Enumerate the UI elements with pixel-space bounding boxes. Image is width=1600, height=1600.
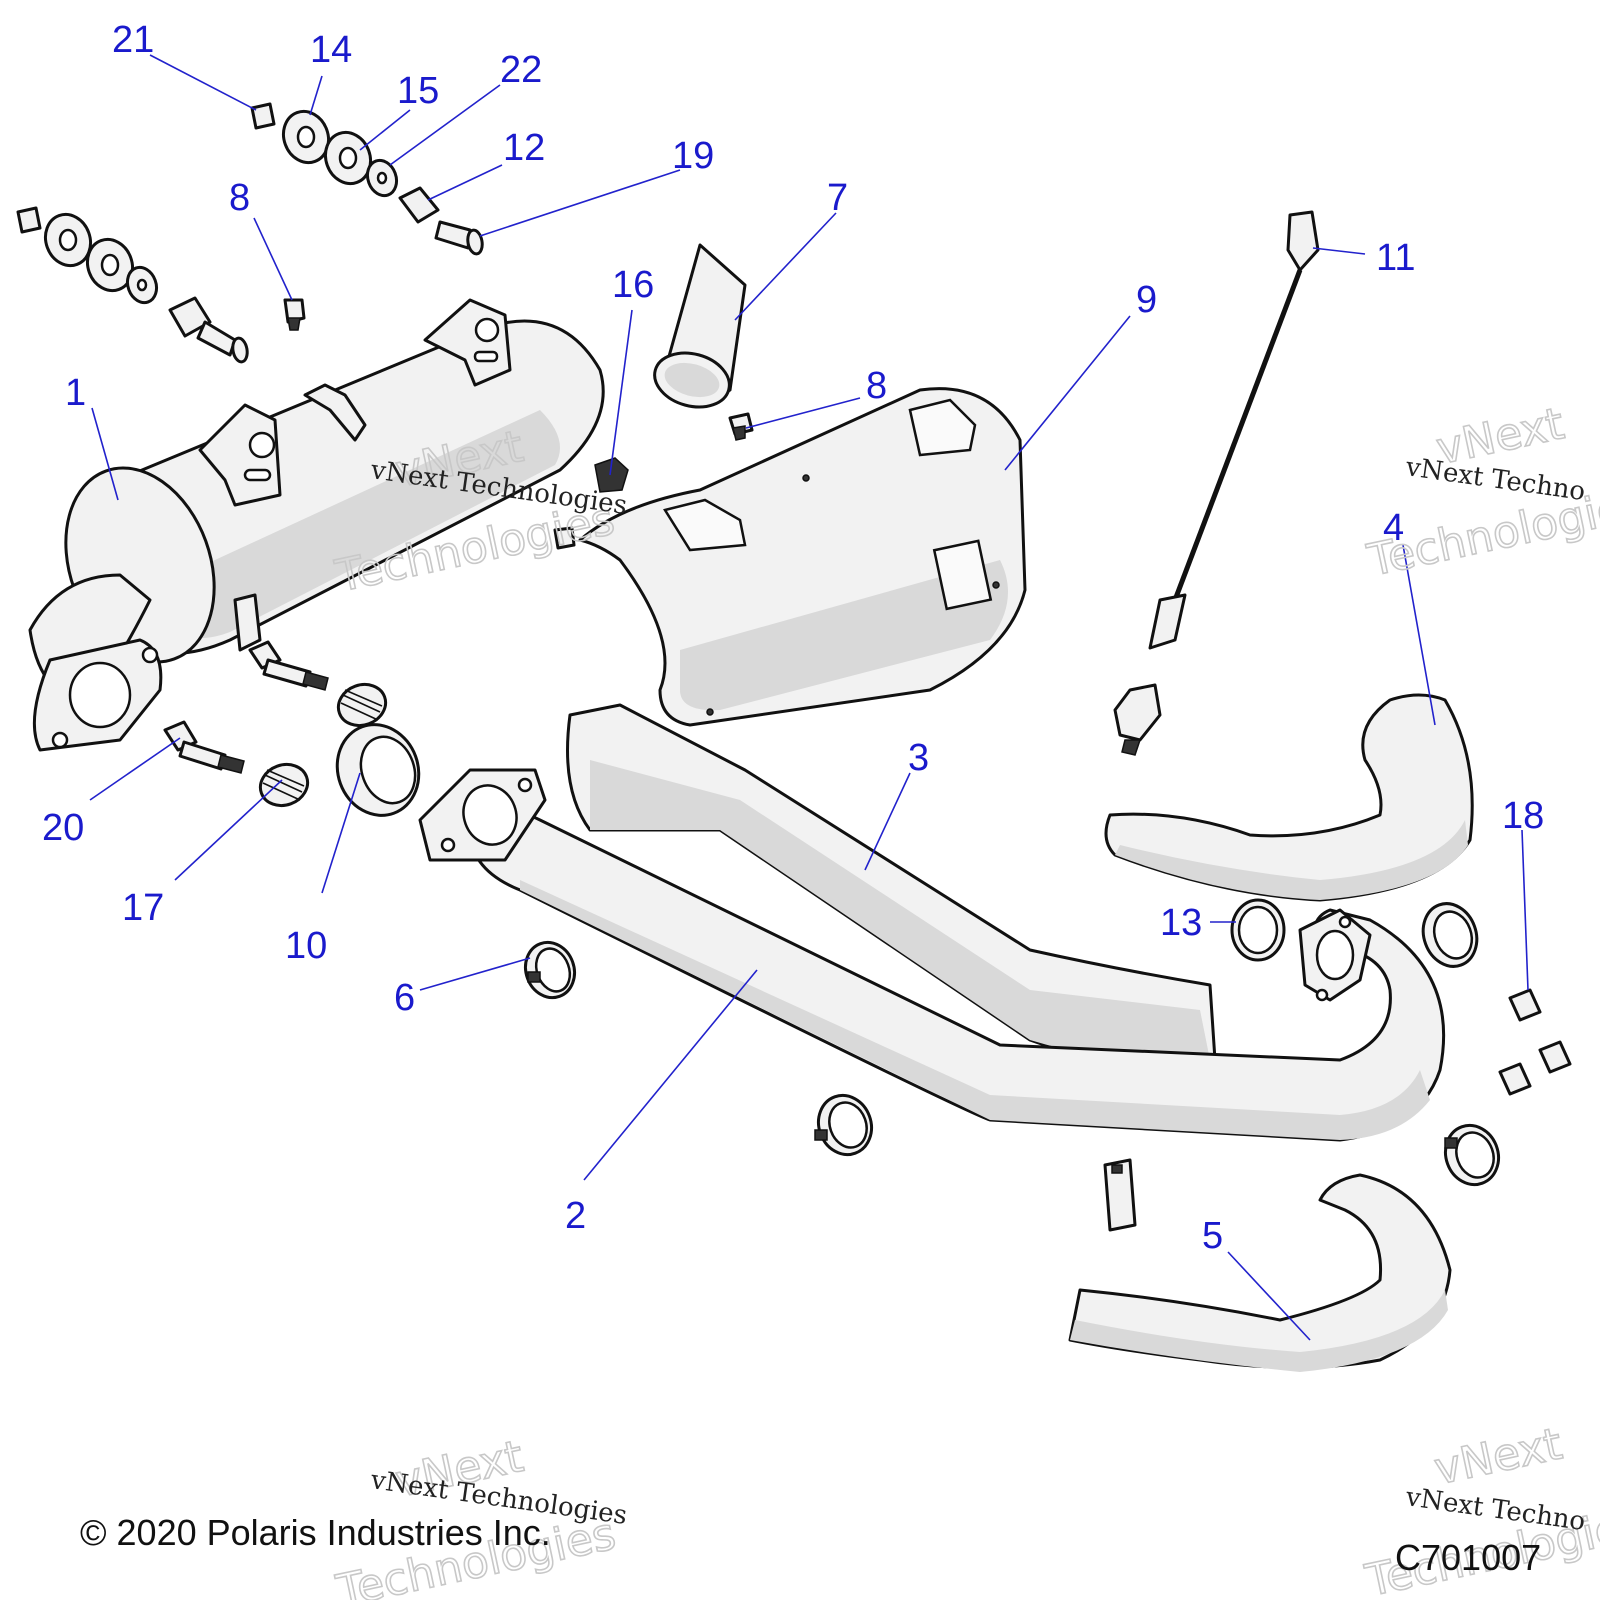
part-20-bolt-upper xyxy=(248,640,329,691)
callout-15: 15 xyxy=(397,70,439,112)
callout-20: 20 xyxy=(42,807,84,849)
callout-5: 5 xyxy=(1202,1215,1223,1257)
clamp-lower-left xyxy=(1103,1158,1137,1232)
part-2-head-pipe xyxy=(418,768,1446,1142)
mount-hardware-left xyxy=(16,206,249,364)
callout-10: 10 xyxy=(285,925,327,967)
callout-9: 9 xyxy=(1136,279,1157,321)
svg-text:vNext: vNext xyxy=(1430,1419,1566,1496)
part-7-tailpipe-tip xyxy=(653,243,747,409)
clamp-lower-right xyxy=(1444,1123,1500,1187)
callout-18: 18 xyxy=(1502,795,1544,837)
leader-lines xyxy=(89,54,1529,1341)
copyright-text: © 2020 Polaris Industries Inc. xyxy=(80,1512,551,1553)
part-4-heat-shield-upper xyxy=(1104,693,1474,902)
part-6-clamp xyxy=(523,940,577,1000)
part-8-bolt-mid xyxy=(553,526,576,550)
callout-8-upper: 8 xyxy=(229,177,250,219)
part-9-heat-shield xyxy=(578,387,1027,727)
clamp-center xyxy=(814,1093,873,1157)
mount-hardware-upper xyxy=(250,102,484,256)
callouts: 1 2 3 4 5 6 7 8 8 9 10 11 12 13 14 15 16… xyxy=(42,19,1544,1257)
callout-12: 12 xyxy=(503,127,545,169)
callout-6: 6 xyxy=(394,977,415,1019)
diagram-code: C701007 xyxy=(1395,1537,1541,1578)
callout-4: 4 xyxy=(1383,507,1404,549)
part-5-heat-shield-lower xyxy=(1068,1173,1452,1372)
part-17-spring-lower xyxy=(258,762,310,808)
part-13-gasket xyxy=(1230,898,1286,962)
callout-11: 11 xyxy=(1376,237,1415,279)
callout-17: 17 xyxy=(122,887,164,929)
callout-16: 16 xyxy=(612,264,654,306)
callout-13: 13 xyxy=(1160,902,1202,944)
part-18-bolts xyxy=(1498,988,1572,1096)
part-8-bolt-upper xyxy=(283,298,306,331)
callout-2: 2 xyxy=(565,1195,586,1237)
callout-3: 3 xyxy=(908,737,929,779)
callout-1: 1 xyxy=(65,372,86,414)
part-20-bolt-lower xyxy=(163,720,245,774)
part-8-bolt-right xyxy=(728,412,754,441)
callout-8-right: 8 xyxy=(866,365,887,407)
callout-19: 19 xyxy=(672,135,714,177)
clamp-upper-right xyxy=(1421,902,1479,968)
callout-7: 7 xyxy=(827,177,848,219)
callout-22: 22 xyxy=(500,49,542,91)
callout-14: 14 xyxy=(310,29,352,71)
part-10-gasket xyxy=(335,723,421,817)
part-1-muffler xyxy=(28,298,605,752)
part-17-spring-upper xyxy=(336,682,388,728)
callout-21: 21 xyxy=(112,19,154,61)
part-11-o2-sensor xyxy=(1113,210,1320,756)
